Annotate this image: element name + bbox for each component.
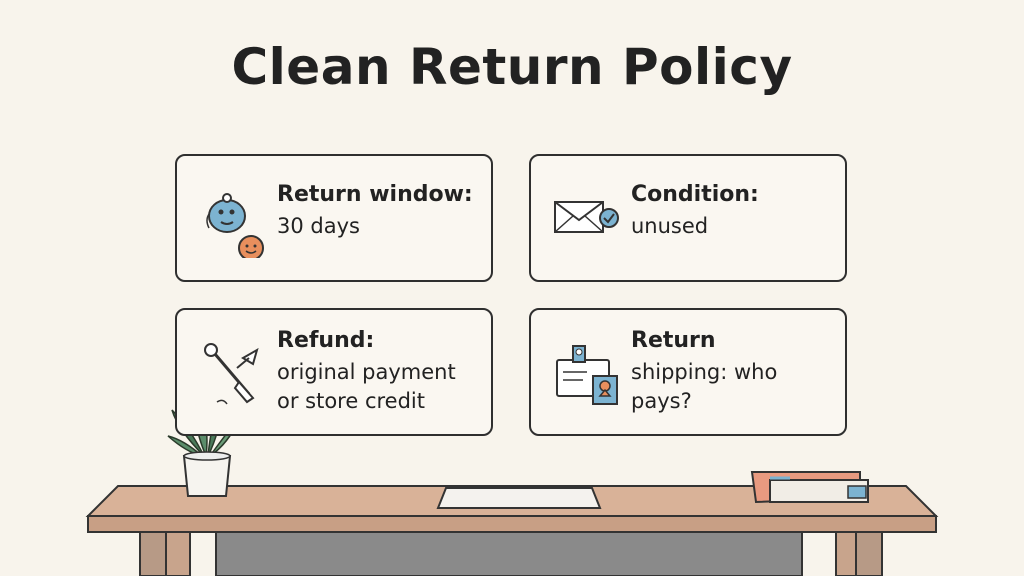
condition-card: Condition: unused bbox=[529, 154, 847, 282]
card-value: unused bbox=[631, 214, 709, 238]
return-window-card: Return window: 30 days bbox=[175, 154, 493, 282]
tablet bbox=[436, 487, 602, 509]
refund-card: Refund: original payment or store credit bbox=[175, 308, 493, 436]
return-shipping-card: Return shipping: who pays? bbox=[529, 308, 847, 436]
card-value: shipping: who pays? bbox=[631, 360, 778, 413]
card-label: Refund: bbox=[277, 328, 375, 353]
card-label: Return window: bbox=[277, 182, 473, 207]
timer-icon bbox=[199, 178, 271, 261]
desk-top bbox=[85, 485, 939, 517]
card-value: 30 days bbox=[277, 214, 360, 238]
envelope-check-icon bbox=[553, 178, 625, 258]
shipping-label-icon bbox=[553, 332, 625, 412]
card-value: original payment or store credit bbox=[277, 360, 456, 413]
desk-panel bbox=[215, 531, 803, 576]
payment-tool-icon bbox=[199, 332, 271, 412]
page-title: Clean Return Policy bbox=[231, 38, 793, 96]
box bbox=[750, 471, 869, 504]
card-label: Return bbox=[631, 328, 716, 353]
card-label: Condition: bbox=[631, 182, 759, 207]
